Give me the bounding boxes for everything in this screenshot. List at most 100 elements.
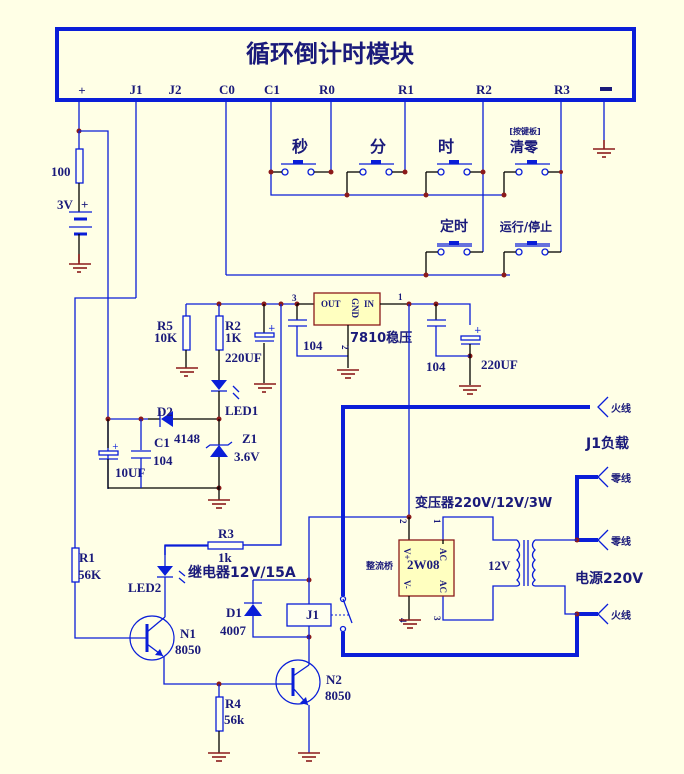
terminal-live-load bbox=[597, 396, 609, 418]
mains-label: 电源220V bbox=[575, 570, 643, 587]
capacitor-220uf-in: + bbox=[460, 326, 482, 345]
zener-z1 bbox=[205, 441, 233, 457]
ground-icon bbox=[337, 369, 359, 379]
led2-label: LED2 bbox=[128, 580, 161, 595]
reg-in-pin: IN bbox=[364, 299, 375, 309]
svg-text:+: + bbox=[474, 326, 482, 336]
reg-pin3: 3 bbox=[292, 293, 297, 303]
relay-contact-icon bbox=[331, 595, 353, 633]
bridge-rectifier-2w08: V+ AC 2W08 V- AC bbox=[398, 539, 455, 597]
button-min[interactable]: 分 bbox=[359, 137, 394, 176]
button-hour[interactable]: 时 bbox=[437, 137, 472, 176]
reg-pin1: 1 bbox=[398, 292, 403, 302]
bridge-pin3: 3 bbox=[432, 616, 442, 621]
resistor-r3 bbox=[207, 541, 244, 550]
button-run-stop-label: 运行/停止 bbox=[500, 219, 552, 234]
z1-label: Z1 bbox=[242, 431, 257, 446]
resistor-r5 bbox=[182, 315, 191, 351]
ground-icon bbox=[593, 140, 615, 158]
pin-j2: J2 bbox=[169, 82, 182, 97]
bridge-ac2: AC bbox=[438, 580, 448, 593]
r2-label: R2 bbox=[225, 318, 241, 333]
module-title: 循环倒计时模块 bbox=[246, 40, 414, 68]
transistor-n1 bbox=[129, 615, 175, 661]
c220-value: 220UF bbox=[225, 350, 262, 365]
bridge-vplus: V+ bbox=[402, 548, 412, 560]
ground-icon bbox=[298, 752, 320, 762]
button-sec-label: 秒 bbox=[292, 137, 308, 156]
svg-text:+: + bbox=[268, 324, 276, 334]
resistor-r2 bbox=[215, 315, 224, 351]
battery-icon bbox=[69, 211, 92, 236]
pin-r3: R3 bbox=[554, 82, 570, 97]
n2-label: N2 bbox=[326, 672, 342, 687]
pin-j1: J1 bbox=[130, 82, 143, 97]
relay-j1-label: J1 bbox=[306, 607, 319, 622]
button-clear-note: [按键板] bbox=[509, 126, 540, 136]
pin-c1: C1 bbox=[264, 82, 280, 97]
transistor-n2 bbox=[275, 659, 321, 706]
r5-label: R5 bbox=[157, 318, 173, 333]
led2-icon bbox=[157, 566, 186, 584]
button-min-label: 分 bbox=[370, 137, 386, 156]
r1-label: R1 bbox=[79, 550, 95, 565]
bridge-part: 2W08 bbox=[407, 557, 440, 572]
d1-value: 4007 bbox=[220, 623, 247, 638]
button-clear-label: 清零 bbox=[510, 139, 539, 156]
z1-value: 3.6V bbox=[234, 449, 260, 464]
ground-icon bbox=[69, 254, 91, 273]
c-in-big-value: 220UF bbox=[481, 357, 518, 372]
bridge-ac1: AC bbox=[438, 548, 448, 561]
battery-plus: + bbox=[81, 197, 88, 212]
regulator-label: 7810稳压 bbox=[350, 330, 412, 346]
ground-icon bbox=[176, 367, 198, 377]
button-sec[interactable]: 秒 bbox=[281, 137, 316, 176]
ground-icon bbox=[459, 385, 481, 395]
load-label: J1负载 bbox=[585, 435, 629, 452]
relay-label: 继电器12V/15A bbox=[188, 564, 296, 581]
ground-icon bbox=[399, 619, 421, 629]
r2-value: 1K bbox=[225, 330, 243, 345]
neutral-label-1: 零线 bbox=[610, 472, 631, 485]
r1-value: 56K bbox=[78, 567, 102, 582]
resistor-r4 bbox=[215, 696, 224, 732]
terminal-neutral-mains bbox=[597, 529, 609, 551]
secondary-voltage: 12V bbox=[488, 558, 511, 573]
module-pins: + J1 J2 C0 C1 R0 R1 R2 R3 bbox=[78, 82, 612, 98]
capacitor-220uf: + bbox=[254, 324, 276, 342]
button-clear[interactable]: [按键板] 清零 bbox=[509, 126, 550, 176]
button-hour-label: 时 bbox=[438, 137, 454, 156]
capacitor-10uf: + bbox=[98, 442, 119, 460]
d1-label: D1 bbox=[226, 605, 242, 620]
bridge-pin2: 2 bbox=[398, 519, 408, 524]
battery-voltage: 3V bbox=[57, 197, 74, 212]
transformer-icon bbox=[516, 539, 536, 587]
c-in-value: 104 bbox=[426, 359, 446, 374]
n1-label: N1 bbox=[180, 626, 196, 641]
r3-value: 1k bbox=[218, 550, 233, 565]
pin-r1: R1 bbox=[398, 82, 414, 97]
regulator-7810: OUT GND IN bbox=[313, 292, 381, 326]
svg-text:+: + bbox=[112, 442, 119, 451]
resistor-100 bbox=[75, 148, 84, 184]
pin-c0: C0 bbox=[219, 82, 235, 97]
ground-icon bbox=[208, 752, 230, 762]
live-label-2: 火线 bbox=[611, 609, 631, 622]
pin-r2: R2 bbox=[476, 82, 492, 97]
button-run-stop[interactable]: 运行/停止 bbox=[500, 219, 552, 256]
bridge-vminus: V- bbox=[402, 580, 412, 589]
ground-icon bbox=[254, 383, 276, 393]
terminal-live-mains bbox=[597, 603, 609, 625]
reg-pin2: 2 bbox=[340, 345, 350, 350]
reg-gnd-pin: GND bbox=[350, 298, 360, 319]
pin-minus bbox=[600, 87, 612, 91]
d2-value: 4148 bbox=[174, 431, 201, 446]
bridge-pin1: 1 bbox=[432, 519, 442, 524]
pin-r0: R0 bbox=[319, 82, 335, 97]
n2-value: 8050 bbox=[325, 688, 351, 703]
button-timer-label: 定时 bbox=[440, 218, 468, 235]
ground-icon bbox=[208, 499, 230, 509]
button-timer[interactable]: 定时 bbox=[437, 218, 472, 256]
led1-icon bbox=[211, 380, 240, 400]
bridge-label: 整流桥 bbox=[365, 560, 394, 572]
